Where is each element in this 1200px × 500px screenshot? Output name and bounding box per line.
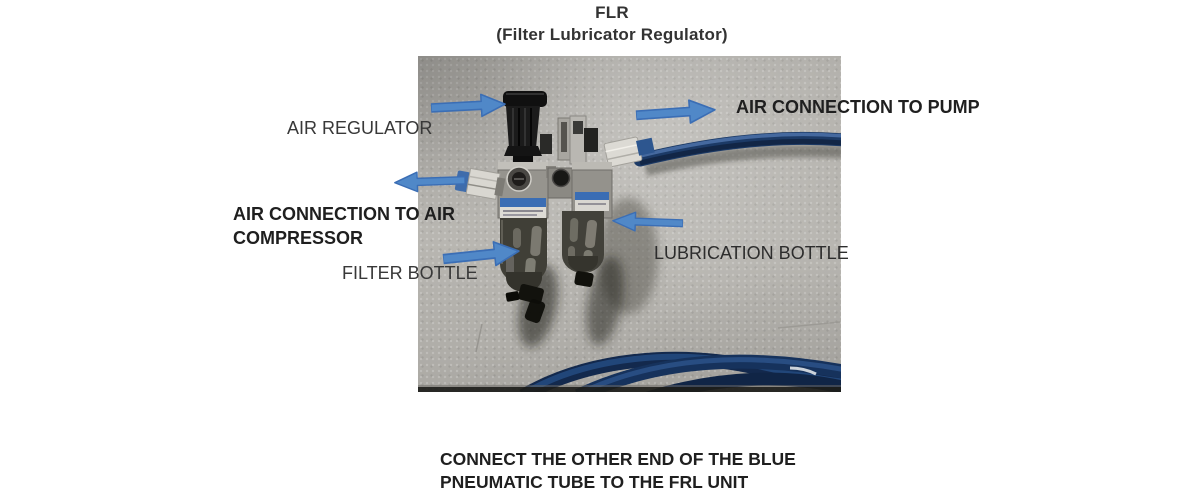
right-arrow-icon [635, 99, 716, 124]
air-connection-pump-arrow [635, 96, 718, 129]
instruction-note-line2: PNEUMATIC TUBE TO THE FRL UNIT [440, 472, 749, 492]
inlet-fitting [454, 167, 506, 200]
instruction-note: CONNECT THE OTHER END OF THE BLUE PNEUMA… [440, 448, 796, 494]
filter-bottle-photo [500, 218, 547, 323]
air-connection-compressor-line2: COMPRESSOR [233, 228, 364, 248]
left-arrow-icon [394, 171, 466, 193]
air-regulator-arrow [430, 91, 507, 121]
instruction-note-line1: CONNECT THE OTHER END OF THE BLUE [440, 449, 796, 469]
regulator-knob [503, 91, 547, 164]
link-block [547, 167, 575, 199]
mounting-bracket [540, 115, 598, 165]
right-arrow-icon [430, 93, 506, 118]
figure-title-line1: FLR [595, 3, 629, 22]
air-regulator-label: AIR REGULATOR [287, 118, 433, 138]
air-connection-compressor-label: AIR CONNECTION TO AIR COMPRESSOR [233, 202, 473, 250]
lubrication-bottle-photo [562, 211, 604, 287]
wall-scratches [475, 321, 841, 353]
lubrication-bottle-label: LUBRICATION BOTTLE [654, 243, 849, 263]
flr-photo-illustration [418, 91, 841, 392]
filter-bottle-arrow [441, 237, 522, 273]
figure-title: FLR (Filter Lubricator Regulator) [412, 2, 812, 46]
left-arrow-icon [612, 211, 684, 232]
lubrication-bottle-arrow [611, 210, 684, 234]
regulator-body [497, 162, 556, 220]
figure-title-line2: (Filter Lubricator Regulator) [496, 25, 728, 44]
filter-bottle-label: FILTER BOTTLE [342, 263, 478, 283]
air-connection-pump-label: AIR CONNECTION TO PUMP [736, 97, 980, 117]
air-connection-compressor-line1: AIR CONNECTION TO AIR [233, 204, 456, 224]
air-connection-compressor-arrow [393, 169, 466, 194]
pneumatic-tube-top [633, 131, 841, 176]
photo-bottom-edge [418, 385, 841, 392]
right-arrow-icon [441, 241, 520, 267]
outlet-fitting [603, 136, 655, 168]
lubricator-body [571, 162, 613, 219]
